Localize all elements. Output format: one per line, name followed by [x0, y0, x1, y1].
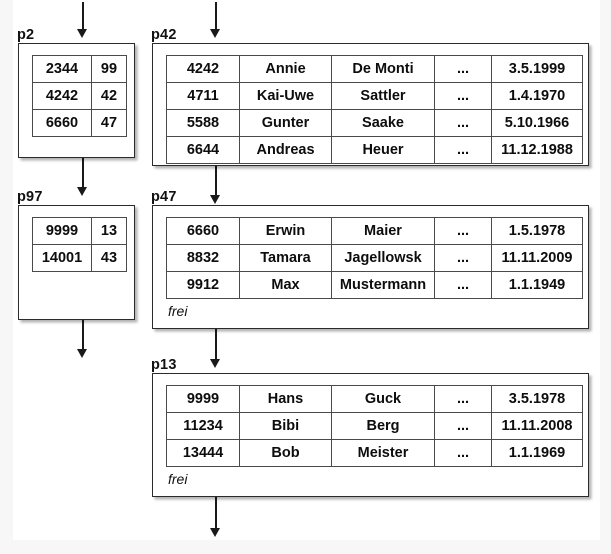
cell-date: 11.11.2009: [491, 244, 583, 272]
table-row[interactable]: 6660 Erwin Maier ... 1.5.1978: [166, 217, 583, 245]
cell-pointer: 13: [91, 217, 127, 245]
node-label-p2: p2: [17, 27, 35, 43]
cell-lastname: Guck: [331, 385, 435, 413]
cell-more: ...: [434, 109, 492, 137]
cell-key: 6660: [32, 109, 92, 137]
cell-more: ...: [434, 136, 492, 164]
cell-id: 6660: [166, 217, 240, 245]
cell-id: 13444: [166, 439, 240, 467]
cell-key: 14001: [32, 244, 92, 272]
cell-lastname: Maier: [331, 217, 435, 245]
table-row[interactable]: 9999 13: [32, 217, 127, 245]
node-p97-table: 9999 13 14001 43: [32, 217, 127, 272]
cell-lastname: Meister: [331, 439, 435, 467]
cell-pointer: 43: [91, 244, 127, 272]
cell-id: 11234: [166, 412, 240, 440]
cell-date: 1.5.1978: [491, 217, 583, 245]
node-p42[interactable]: 4242 Annie De Monti ... 3.5.1999 4711 Ka…: [152, 43, 589, 166]
cell-pointer: 99: [91, 55, 127, 83]
cell-lastname: Saake: [331, 109, 435, 137]
node-p47-table: 6660 Erwin Maier ... 1.5.1978 8832 Tamar…: [166, 217, 583, 299]
table-row[interactable]: 13444 Bob Meister ... 1.1.1969: [166, 439, 583, 467]
cell-firstname: Tamara: [239, 244, 332, 272]
cell-key: 4242: [32, 82, 92, 110]
cell-date: 1.1.1949: [491, 271, 583, 299]
table-row[interactable]: 8832 Tamara Jagellowsk ... 11.11.2009: [166, 244, 583, 272]
cell-key: 9999: [32, 217, 92, 245]
cell-lastname: Berg: [331, 412, 435, 440]
cell-date: 3.5.1978: [491, 385, 583, 413]
cell-lastname: Mustermann: [331, 271, 435, 299]
cell-firstname: Bibi: [239, 412, 332, 440]
cell-date: 5.10.1966: [491, 109, 583, 137]
node-p97[interactable]: 9999 13 14001 43: [18, 205, 135, 320]
free-space-label-p13: frei: [168, 471, 188, 487]
cell-date: 11.12.1988: [491, 136, 583, 164]
table-row[interactable]: 2344 99: [32, 55, 127, 83]
node-p13[interactable]: 9999 Hans Guck ... 3.5.1978 11234 Bibi B…: [152, 373, 589, 497]
cell-lastname: Heuer: [331, 136, 435, 164]
table-row[interactable]: 11234 Bibi Berg ... 11.11.2008: [166, 412, 583, 440]
node-label-p97: p97: [17, 189, 43, 205]
table-row[interactable]: 6660 47: [32, 109, 127, 137]
node-p47[interactable]: 6660 Erwin Maier ... 1.5.1978 8832 Tamar…: [152, 205, 589, 329]
cell-more: ...: [434, 55, 492, 83]
cell-lastname: Jagellowsk: [331, 244, 435, 272]
node-p42-table: 4242 Annie De Monti ... 3.5.1999 4711 Ka…: [166, 55, 583, 164]
cell-date: 3.5.1999: [491, 55, 583, 83]
cell-id: 9912: [166, 271, 240, 299]
node-label-p42: p42: [151, 27, 177, 43]
node-p2[interactable]: 2344 99 4242 42 6660 47: [18, 43, 135, 158]
cell-date: 1.4.1970: [491, 82, 583, 110]
cell-firstname: Bob: [239, 439, 332, 467]
node-label-p47: p47: [151, 189, 177, 205]
cell-firstname: Kai-Uwe: [239, 82, 332, 110]
node-p2-table: 2344 99 4242 42 6660 47: [32, 55, 127, 137]
cell-id: 9999: [166, 385, 240, 413]
cell-date: 11.11.2008: [491, 412, 583, 440]
cell-id: 8832: [166, 244, 240, 272]
table-row[interactable]: 6644 Andreas Heuer ... 11.12.1988: [166, 136, 583, 164]
cell-id: 5588: [166, 109, 240, 137]
cell-lastname: Sattler: [331, 82, 435, 110]
table-row[interactable]: 4242 Annie De Monti ... 3.5.1999: [166, 55, 583, 83]
cell-pointer: 42: [91, 82, 127, 110]
table-row[interactable]: 14001 43: [32, 244, 127, 272]
cell-date: 1.1.1969: [491, 439, 583, 467]
table-row[interactable]: 9912 Max Mustermann ... 1.1.1949: [166, 271, 583, 299]
cell-key: 2344: [32, 55, 92, 83]
cell-pointer: 47: [91, 109, 127, 137]
cell-firstname: Annie: [239, 55, 332, 83]
cell-id: 4242: [166, 55, 240, 83]
cell-more: ...: [434, 439, 492, 467]
table-row[interactable]: 4242 42: [32, 82, 127, 110]
cell-more: ...: [434, 412, 492, 440]
cell-firstname: Andreas: [239, 136, 332, 164]
cell-firstname: Hans: [239, 385, 332, 413]
cell-id: 4711: [166, 82, 240, 110]
cell-firstname: Gunter: [239, 109, 332, 137]
cell-more: ...: [434, 385, 492, 413]
cell-more: ...: [434, 271, 492, 299]
cell-firstname: Erwin: [239, 217, 332, 245]
node-label-p13: p13: [151, 357, 177, 373]
cell-id: 6644: [166, 136, 240, 164]
cell-more: ...: [434, 244, 492, 272]
table-row[interactable]: 9999 Hans Guck ... 3.5.1978: [166, 385, 583, 413]
cell-more: ...: [434, 82, 492, 110]
diagram-canvas: p2 2344 99 4242 42 6660 47 p42 4242 Anni…: [13, 0, 600, 540]
cell-more: ...: [434, 217, 492, 245]
table-row[interactable]: 5588 Gunter Saake ... 5.10.1966: [166, 109, 583, 137]
cell-lastname: De Monti: [331, 55, 435, 83]
table-row[interactable]: 4711 Kai-Uwe Sattler ... 1.4.1970: [166, 82, 583, 110]
cell-firstname: Max: [239, 271, 332, 299]
node-p13-table: 9999 Hans Guck ... 3.5.1978 11234 Bibi B…: [166, 385, 583, 467]
free-space-label-p47: frei: [168, 303, 188, 319]
